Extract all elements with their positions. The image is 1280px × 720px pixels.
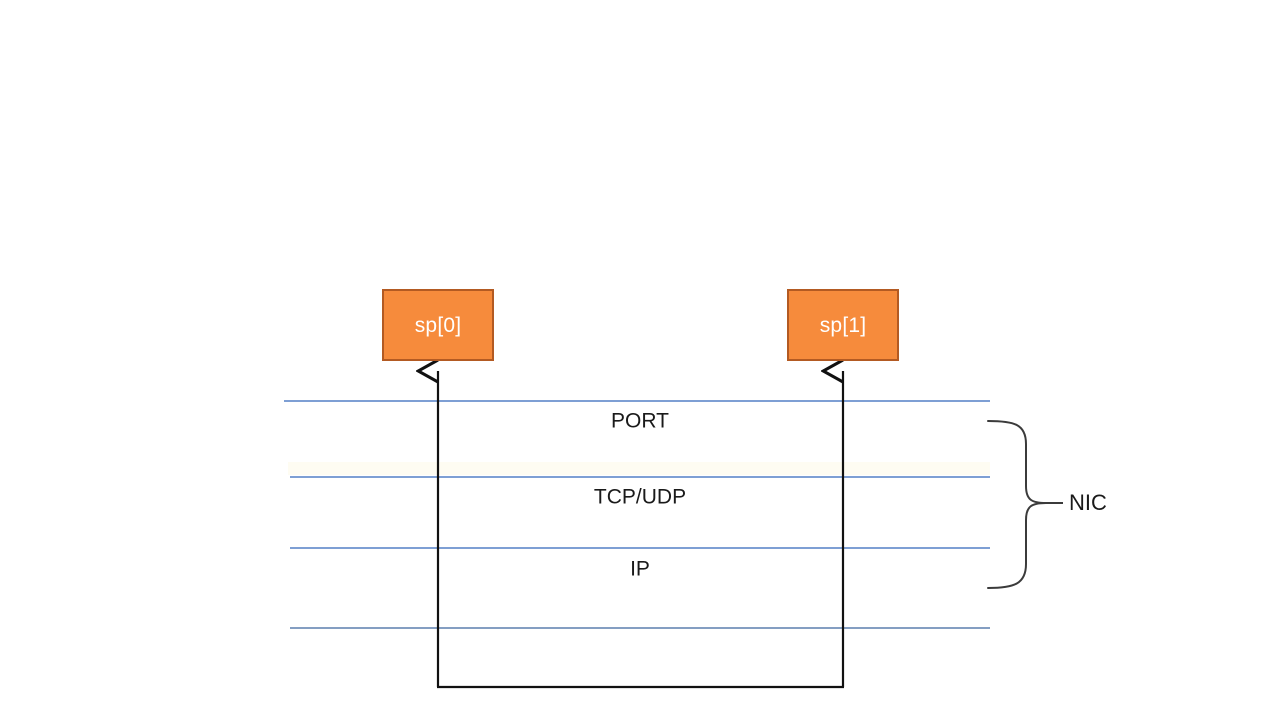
nic-brace-label: NIC: [1069, 490, 1107, 515]
node-sp0-label: sp[0]: [414, 313, 462, 337]
node-sp0[interactable]: sp[0]: [382, 289, 494, 361]
layer-band-tint: [288, 462, 990, 475]
node-sp1-label: sp[1]: [819, 313, 867, 337]
layer-label-port: PORT: [611, 409, 669, 433]
node-sp1[interactable]: sp[1]: [787, 289, 899, 361]
layer-label-tcp-udp: TCP/UDP: [593, 485, 687, 509]
nic-brace: [987, 420, 1047, 589]
layer-label-ip: IP: [630, 557, 650, 581]
